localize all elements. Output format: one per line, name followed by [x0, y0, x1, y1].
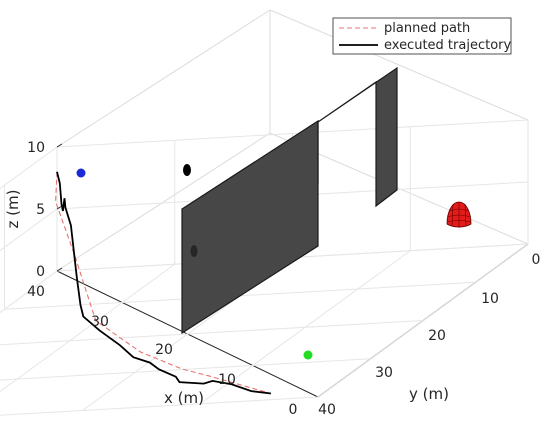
back-floor-edge-x — [56, 132, 271, 272]
y-tick-label-30: 30 — [375, 365, 393, 381]
grid-line-floor-y — [0, 320, 424, 346]
grid-line-wall-z — [56, 119, 529, 148]
x-tick-label-0: 0 — [289, 402, 298, 418]
y-tick-label-40: 40 — [318, 402, 336, 418]
back-left-top-edge — [56, 9, 271, 148]
z-tick-10 — [56, 143, 63, 148]
grid-line-floor-y — [0, 358, 371, 381]
obstacle-walls — [181, 66, 398, 335]
target-dome — [446, 201, 472, 228]
executed-trajectory-line — [56, 171, 272, 395]
grid-line-side-z — [0, 146, 58, 190]
z-tick-label-5: 5 — [36, 202, 45, 218]
path-markers — [76, 164, 313, 360]
y-axis-label: y (m) — [409, 385, 449, 403]
back-top-edge — [269, 9, 529, 121]
x-tick-label-40: 40 — [27, 284, 45, 300]
start-marker — [76, 168, 86, 178]
y-tick-label-10: 10 — [481, 291, 499, 307]
grid-line-floor-y — [0, 396, 319, 416]
tick-marks — [56, 143, 63, 272]
z-axis-label: z (m) — [4, 190, 22, 229]
legend-label-planned: planned path — [384, 21, 470, 36]
z-tick-5 — [56, 205, 63, 210]
goal-marker — [303, 350, 313, 360]
wall-back-panel — [317, 66, 398, 208]
x-tick-label-30: 30 — [91, 314, 109, 330]
path-series — [55, 171, 272, 395]
grid-line-side-z — [0, 270, 58, 314]
y-tick-label-20: 20 — [428, 328, 446, 344]
grid-line-side-z — [0, 208, 58, 252]
wall-marker-ellipse — [190, 245, 198, 257]
z-tick-label-0: 0 — [36, 264, 45, 280]
wall-front-panel — [181, 119, 319, 335]
legend-box — [332, 17, 512, 55]
z-tick-label-10: 10 — [27, 140, 45, 156]
target-dome-mesh — [446, 202, 472, 228]
waypoint-marker — [183, 164, 191, 176]
z-tick-0 — [56, 267, 63, 272]
x-axis-label: x (m) — [164, 389, 204, 407]
x-tick-label-20: 20 — [155, 342, 173, 358]
legend-label-executed: executed trajectory — [384, 38, 511, 53]
legend: planned path executed trajectory — [332, 17, 512, 55]
x-tick-label-10: 10 — [218, 372, 236, 388]
y-tick-label-0: 0 — [532, 252, 541, 268]
